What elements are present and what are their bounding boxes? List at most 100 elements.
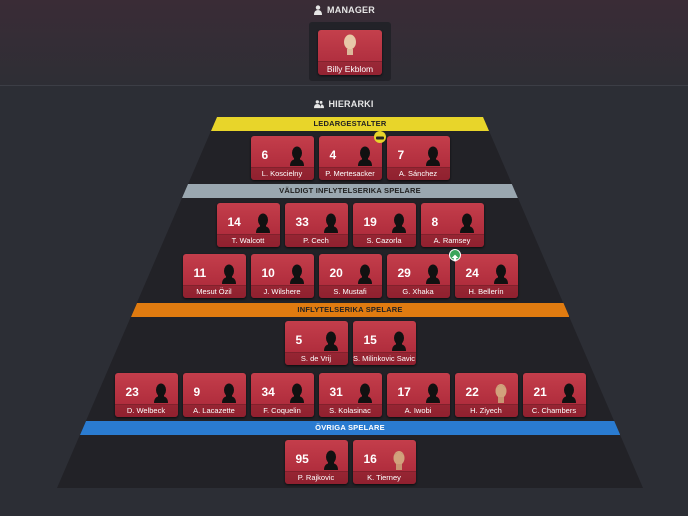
player-number: 5 [295, 333, 303, 347]
player-silhouette-icon [322, 213, 340, 233]
manager-name: Billy Ekblom [318, 61, 382, 75]
tier-label: VÄLDIGT INFLYTELSERIKA SPELARE [279, 186, 421, 195]
player-name: A. Iwobi [386, 404, 450, 417]
tier-band-shape [79, 421, 621, 435]
player-number: 24 [465, 266, 479, 280]
player-card[interactable]: 10 J. Wilshere [250, 254, 314, 298]
player-name: C. Chambers [522, 404, 586, 417]
player-number: 11 [193, 266, 207, 280]
player-card[interactable]: 4 P. Mertesacker [318, 131, 386, 180]
player-name: P. Rajkovic [284, 471, 348, 484]
player-silhouette-icon [288, 146, 306, 166]
player-card[interactable]: 24 H. Bellerín [448, 249, 518, 298]
player-card[interactable]: 20 S. Mustafi [318, 254, 382, 298]
player-card[interactable]: 9 A. Lacazette [182, 373, 246, 417]
player-name: S. Cazorla [352, 234, 416, 247]
player-card[interactable]: 23 D. Welbeck [114, 373, 178, 417]
player-card[interactable]: 7 A. Sánchez [386, 136, 450, 180]
player-card[interactable]: 8 A. Ramsey [420, 203, 484, 247]
player-card[interactable]: 19 S. Cazorla [352, 203, 416, 247]
tier-label: LEDARGESTALTER [313, 119, 387, 128]
player-silhouette-icon [356, 146, 374, 166]
people-icon [314, 100, 325, 109]
tier-label: ÖVRIGA SPELARE [315, 423, 385, 432]
player-name: S. Mustafi [318, 285, 382, 298]
captain-armband-icon [373, 131, 386, 143]
player-face-icon [492, 383, 510, 403]
player-name: A. Ramsey [420, 234, 484, 247]
player-card[interactable]: 31 S. Kolasinac [318, 373, 382, 417]
player-silhouette-icon [254, 213, 272, 233]
player-card[interactable]: 22 H. Ziyech [454, 373, 518, 417]
player-card[interactable]: 5 S. de Vrij [284, 321, 348, 365]
player-name: K. Tierney [352, 471, 416, 484]
player-silhouette-icon [560, 383, 578, 403]
player-name: D. Welbeck [114, 404, 178, 417]
player-silhouette-icon [220, 264, 238, 284]
player-number: 95 [295, 452, 309, 466]
tier-band: LEDARGESTALTER [210, 117, 490, 131]
player-card[interactable]: 15 S. Milinkovic Savic [352, 321, 416, 365]
tier-band-shape [130, 303, 570, 317]
player-name: H. Bellerín [454, 285, 518, 298]
tier-band: ÖVRIGA SPELARE [79, 421, 621, 435]
player-name: S. Kolasinac [318, 404, 382, 417]
manager-section-header: MANAGER [0, 4, 688, 16]
player-name: S. Milinkovic Savic [352, 352, 416, 365]
player-number: 17 [397, 385, 411, 399]
player-name: L. Koscielny [250, 167, 314, 180]
player-silhouette-icon [356, 383, 374, 403]
manager-card[interactable]: Billy Ekblom [318, 30, 382, 75]
player-silhouette-icon [424, 264, 442, 284]
player-number: 33 [295, 215, 309, 229]
player-silhouette-icon [356, 264, 374, 284]
player-name: A. Lacazette [182, 404, 246, 417]
player-card[interactable]: 16 K. Tierney [352, 440, 416, 484]
manager-face-icon [344, 34, 356, 55]
player-silhouette-icon [390, 213, 408, 233]
player-card[interactable]: 14 T. Walcott [216, 203, 280, 247]
person-icon [314, 5, 323, 15]
player-silhouette-icon [322, 331, 340, 351]
player-name: Mesut Özil [182, 285, 246, 298]
player-number: 22 [465, 385, 479, 399]
player-number: 4 [329, 148, 337, 162]
hierarchy-section-title: HIERARKI [328, 99, 374, 109]
tier-band: VÄLDIGT INFLYTELSERIKA SPELARE [182, 184, 518, 198]
player-card[interactable]: 17 A. Iwobi [386, 373, 450, 417]
player-number: 20 [329, 266, 343, 280]
player-card[interactable]: 21 C. Chambers [522, 373, 586, 417]
player-card[interactable]: 34 F. Coquelin [250, 373, 314, 417]
player-number: 14 [227, 215, 241, 229]
tier-label: INFLYTELSERIKA SPELARE [297, 305, 403, 314]
player-number: 19 [363, 215, 377, 229]
player-number: 15 [363, 333, 377, 347]
player-silhouette-icon [152, 383, 170, 403]
player-card[interactable]: 11 Mesut Özil [182, 254, 246, 298]
player-silhouette-icon [288, 264, 306, 284]
player-name: P. Cech [284, 234, 348, 247]
player-card[interactable]: 95 P. Rajkovic [284, 440, 348, 484]
player-number: 16 [363, 452, 377, 466]
player-name: H. Ziyech [454, 404, 518, 417]
player-name: G. Xhaka [386, 285, 450, 298]
player-number: 21 [533, 385, 547, 399]
promoted-arrow-icon [448, 249, 461, 262]
player-number: 9 [193, 385, 201, 399]
player-silhouette-icon [322, 450, 340, 470]
player-number: 23 [125, 385, 139, 399]
player-silhouette-icon [220, 383, 238, 403]
player-name: T. Walcott [216, 234, 280, 247]
player-silhouette-icon [288, 383, 306, 403]
player-card[interactable]: 33 P. Cech [284, 203, 348, 247]
player-card[interactable]: 6 L. Koscielny [250, 136, 314, 180]
player-silhouette-icon [492, 264, 510, 284]
player-silhouette-icon [424, 383, 442, 403]
tier-band-shape [182, 184, 518, 198]
player-card[interactable]: 29 G. Xhaka [386, 254, 450, 298]
player-number: 31 [329, 385, 343, 399]
player-name: F. Coquelin [250, 404, 314, 417]
player-silhouette-icon [458, 213, 476, 233]
player-name: J. Wilshere [250, 285, 314, 298]
tier-band: INFLYTELSERIKA SPELARE [130, 303, 570, 317]
